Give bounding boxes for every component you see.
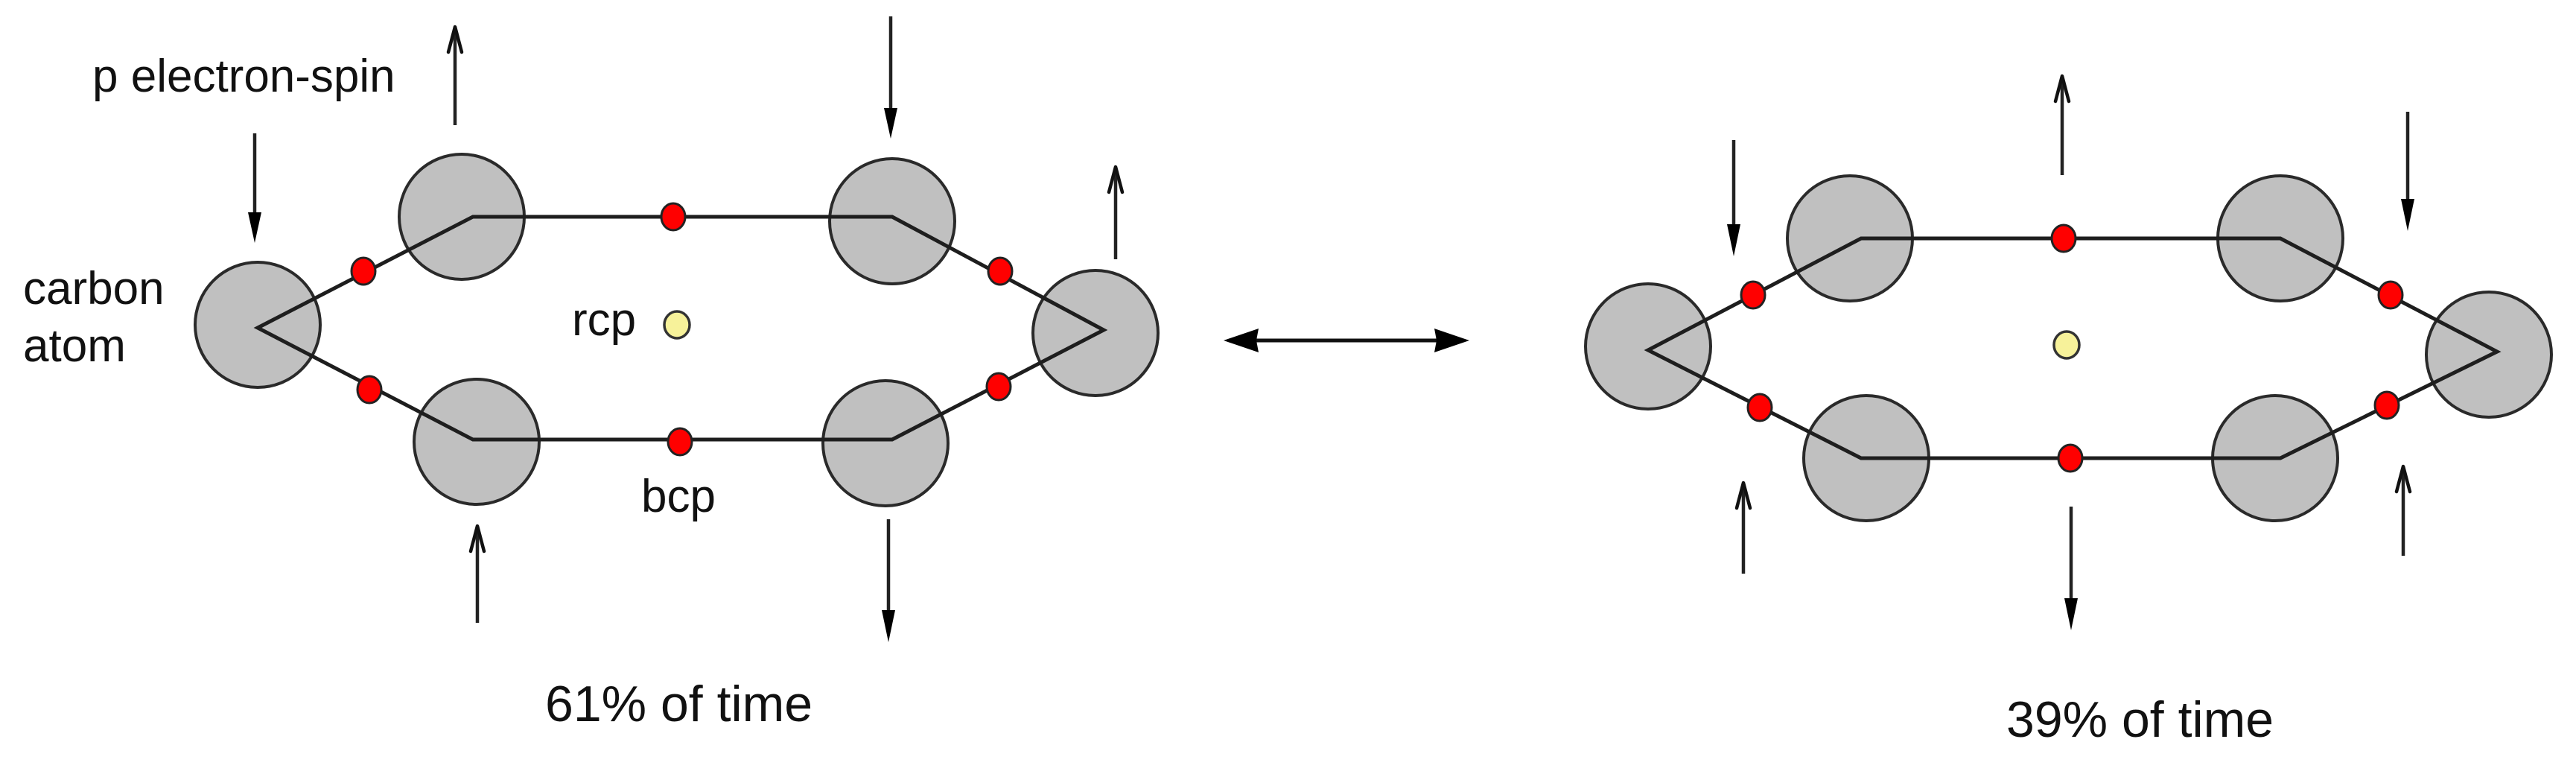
- left-caption: 61% of time: [545, 676, 812, 732]
- spin-up-arrow-icon: [468, 524, 486, 623]
- spin-down-arrow-icon: [1727, 140, 1740, 256]
- bond-critical-point: [1746, 393, 1773, 422]
- resonance-double-arrow-icon: [1224, 329, 1469, 352]
- spin-up-arrow-icon: [2394, 464, 2412, 556]
- bond-critical-point: [1740, 280, 1766, 310]
- bond-critical-point: [2373, 390, 2400, 420]
- rcp-label: rcp: [572, 294, 636, 346]
- bond-critical-point: [987, 256, 1014, 286]
- bond-critical-point: [667, 427, 693, 457]
- ring-bonds: [1644, 236, 2502, 460]
- spin-down-arrow-icon: [882, 519, 895, 642]
- carbon-atom: [821, 379, 950, 507]
- bond-critical-point: [2377, 280, 2404, 310]
- spin-down-arrow-icon: [884, 16, 897, 139]
- bond-critical-point: [2050, 223, 2077, 253]
- carbon-atom-label: atom: [23, 320, 126, 372]
- carbon-atom-label: carbon: [23, 263, 165, 314]
- carbon-atom: [413, 378, 541, 506]
- spin-up-arrow-icon: [1107, 165, 1125, 259]
- spin-down-arrow-icon: [248, 133, 261, 243]
- right-structure: 39% of time: [1584, 74, 2553, 748]
- right-caption: 39% of time: [2006, 691, 2274, 748]
- spin-up-arrow-icon: [2053, 74, 2071, 175]
- bond-critical-point: [985, 372, 1012, 402]
- bond-critical-point: [660, 202, 687, 232]
- ring-critical-point: [2052, 330, 2081, 360]
- bond-critical-point: [356, 375, 383, 405]
- bond-critical-point: [2057, 443, 2084, 473]
- carbon-atom: [1584, 282, 1712, 410]
- carbon-atom: [194, 261, 322, 389]
- ring-bonds: [253, 215, 1108, 442]
- carbon-atom: [828, 157, 956, 285]
- spin-down-arrow-icon: [2401, 112, 2414, 231]
- spin-up-arrow-icon: [446, 25, 464, 125]
- bcp-label: bcp: [641, 471, 716, 522]
- spin-label: p electron-spin: [92, 51, 395, 102]
- ring-critical-point: [663, 310, 691, 340]
- spin-up-arrow-icon: [1734, 481, 1752, 574]
- spin-down-arrow-icon: [2064, 507, 2078, 630]
- left-structure: p electron-spin carbon atom rcp bcp 61% …: [23, 16, 1160, 732]
- bond-critical-point: [350, 256, 377, 286]
